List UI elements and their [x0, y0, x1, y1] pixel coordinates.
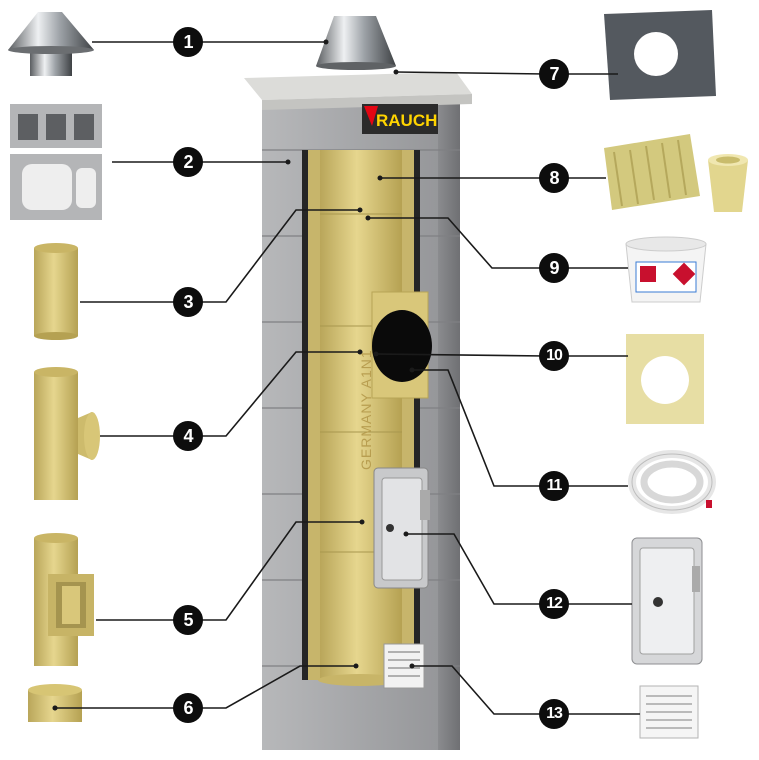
sealing-rope-icon [628, 450, 716, 514]
vent-grille-icon [639, 685, 699, 739]
callout-7: 7 [539, 59, 569, 89]
callout-2: 2 [173, 147, 203, 177]
callout-4: 4 [173, 421, 203, 451]
callout-8: 8 [539, 163, 569, 193]
leader-lines [52, 39, 640, 715]
callout-9: 9 [539, 253, 569, 283]
chimney-block-icon [10, 104, 102, 220]
callout-1: 1 [173, 27, 203, 57]
top-plate-icon [604, 10, 716, 100]
ceramic-pipe-icon [34, 243, 78, 340]
callout-13: 13 [539, 699, 569, 729]
condensate-cup-icon [28, 684, 82, 722]
callout-12: 12 [539, 589, 569, 619]
rauch-logo [362, 104, 438, 134]
cleanout-door-icon [631, 537, 703, 665]
callout-3: 3 [173, 287, 203, 317]
inspection-tee-icon [34, 533, 94, 666]
chimney-body [244, 72, 472, 750]
flue-outlet [371, 291, 432, 399]
callout-5: 5 [173, 605, 203, 635]
callout-10: 10 [539, 341, 569, 371]
chimney-cleanout-door [373, 467, 430, 589]
chimney-top-cap [316, 16, 396, 70]
tee-connector-icon [34, 367, 100, 500]
adhesive-bucket-icon [625, 236, 707, 303]
chimney-cap-icon [8, 12, 94, 76]
cover-plate-icon [626, 334, 704, 424]
insulation-mat-icon [604, 134, 748, 212]
callout-6: 6 [173, 693, 203, 723]
brand-logo-text: RAUCH [376, 111, 438, 130]
callout-11: 11 [539, 471, 569, 501]
